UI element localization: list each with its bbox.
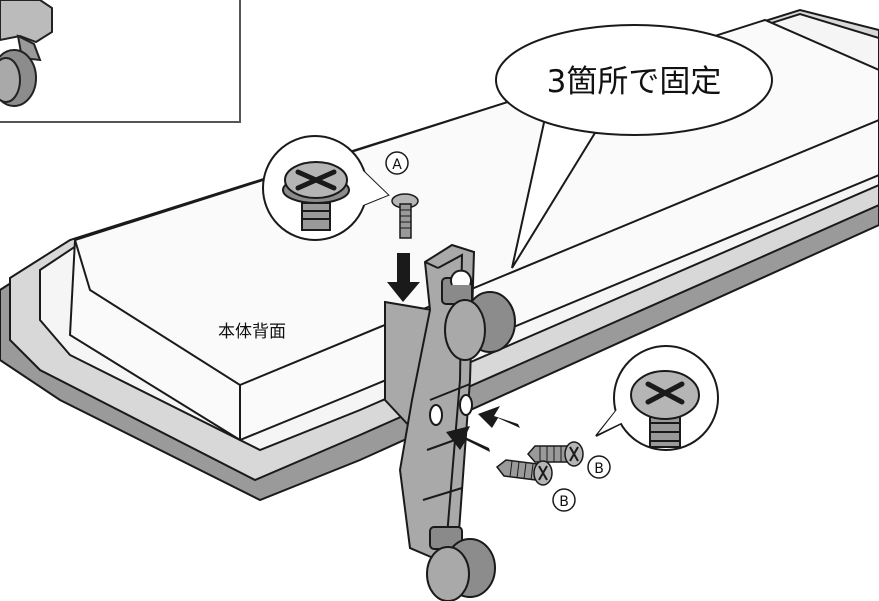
screw-b-zoom (595, 345, 719, 451)
screw-b-lower: B (495, 459, 576, 512)
phillips-screw-icon (630, 370, 700, 448)
body-back-label: 本体背面 (218, 322, 286, 342)
caster-wheel-icon (0, 49, 37, 107)
screw-a: A (385, 151, 419, 239)
stand-bracket (384, 243, 516, 601)
left-arrow-icon (446, 426, 490, 452)
screw-a-label: A (392, 157, 402, 173)
callout-text: 3箇所で固定 (547, 64, 722, 100)
screw-b-upper: B (527, 441, 611, 479)
screw-b-upper-label: B (594, 461, 604, 477)
tapping-screw-icon (527, 441, 584, 467)
caster-wheel-icon (441, 269, 516, 361)
fix-callout: 3箇所で固定 (495, 24, 773, 269)
screw-b-lower-label: B (559, 494, 569, 510)
screw-a-zoom (262, 135, 390, 241)
down-arrow-icon (387, 253, 420, 302)
left-arrow-icon (478, 406, 520, 428)
inset-detail (0, 0, 241, 123)
caster-wheel-icon (426, 526, 496, 601)
phillips-screw-icon (282, 161, 350, 231)
tapping-screw-icon (495, 459, 553, 486)
